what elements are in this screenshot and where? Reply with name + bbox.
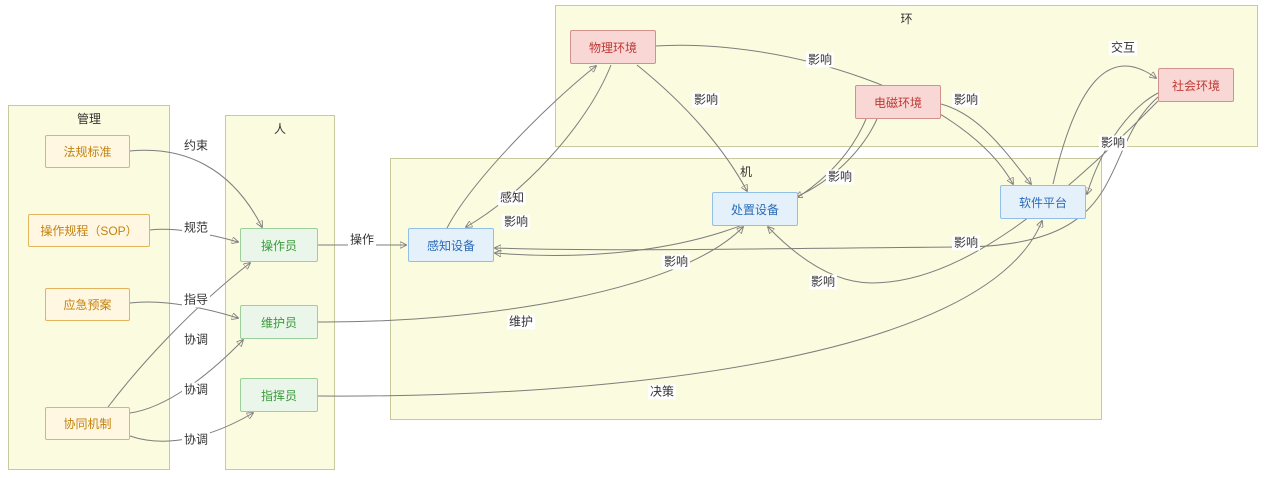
- node-maintainer: 维护员: [240, 305, 318, 339]
- edge-maintainer-disposal: [317, 227, 743, 323]
- edge-em-sensor: [495, 118, 867, 255]
- edge-label-影响-social-sensor: 影响: [951, 235, 981, 251]
- edge-label-影响-phys-disposal: 影响: [691, 92, 721, 108]
- edge-label-影响-social-disposal: 影响: [808, 274, 838, 290]
- edge-physical-software: [654, 44, 1013, 184]
- edge-commander-software: [317, 221, 1042, 397]
- node-operator-label: 操作员: [260, 238, 297, 253]
- node-operator: 操作员: [240, 228, 318, 262]
- node-emergency-plan-label: 应急预案: [63, 298, 112, 312]
- edge-coordination-operator: [107, 263, 250, 408]
- edge-label-operate: 操作: [347, 232, 377, 248]
- node-social-env-label: 社会环境: [1171, 78, 1220, 93]
- edge-label-maintain: 维护: [506, 314, 536, 330]
- node-commander: 指挥员: [240, 378, 318, 412]
- edge-regulations-operator: [129, 149, 262, 227]
- node-commander-label: 指挥员: [260, 388, 297, 403]
- edge-social-software: [1087, 92, 1159, 194]
- node-sensor-device-label: 感知设备: [426, 238, 475, 253]
- node-sop-label: 操作规程（SOP）: [40, 224, 138, 238]
- edge-label-decide: 决策: [647, 384, 677, 400]
- node-software-platform: 软件平台: [1000, 185, 1086, 219]
- edge-label-coordinate-2: 协调: [181, 382, 211, 398]
- node-disposal-device: 处置设备: [712, 192, 798, 226]
- edge-label-影响-em-disposal: 影响: [825, 169, 855, 185]
- node-physical-env-label: 物理环境: [588, 40, 637, 55]
- edge-em-software: [940, 103, 1031, 184]
- edge-label-interact: 交互: [1108, 40, 1138, 56]
- node-maintainer-label: 维护员: [260, 315, 297, 330]
- node-sensor-device: 感知设备: [408, 228, 494, 262]
- edge-label-影响-phys-sensor: 影响: [501, 214, 531, 230]
- group-environment-label: 环: [900, 12, 913, 26]
- node-electromagnetic-env: 电磁环境: [855, 85, 941, 119]
- edge-label-coordinate-1: 协调: [181, 332, 211, 348]
- node-social-env: 社会环境: [1158, 68, 1234, 102]
- group-environment: 环: [555, 5, 1258, 147]
- node-emergency-plan: 应急预案: [45, 288, 130, 321]
- node-sop: 操作规程（SOP）: [28, 214, 150, 247]
- node-coordination: 协同机制: [45, 407, 130, 440]
- edge-label-coordinate-3: 协调: [181, 432, 211, 448]
- edge-coordination-maintainer: [129, 340, 243, 414]
- group-human-label: 人: [273, 122, 286, 136]
- edge-label-guide: 指导: [181, 292, 211, 308]
- edge-physical-sensor: [466, 64, 612, 227]
- edge-label-sense: 感知: [497, 190, 527, 206]
- node-software-platform-label: 软件平台: [1018, 195, 1067, 210]
- node-regulations-label: 法规标准: [63, 145, 112, 159]
- edge-label-standardize: 规范: [181, 220, 211, 236]
- edge-label-constraint: 约束: [181, 138, 211, 154]
- node-regulations: 法规标准: [45, 135, 130, 168]
- edge-social-disposal: [768, 100, 1159, 284]
- group-management-label: 管理: [76, 112, 101, 126]
- node-physical-env: 物理环境: [570, 30, 656, 64]
- edge-sensor-physical: [446, 66, 596, 229]
- node-electromagnetic-env-label: 电磁环境: [873, 95, 922, 110]
- edge-label-影响-em-software: 影响: [951, 92, 981, 108]
- edge-label-影响-phys-software: 影响: [805, 52, 835, 68]
- edge-label-影响-social-software: 影响: [1098, 135, 1128, 151]
- node-disposal-device-label: 处置设备: [730, 202, 779, 217]
- edge-physical-disposal: [636, 64, 747, 191]
- edge-em-disposal: [796, 118, 878, 197]
- node-coordination-label: 协同机制: [63, 417, 112, 431]
- edge-software-social: [1052, 65, 1156, 185]
- edge-label-影响-em-sensor: 影响: [661, 254, 691, 270]
- group-machine-label: 机: [739, 165, 752, 179]
